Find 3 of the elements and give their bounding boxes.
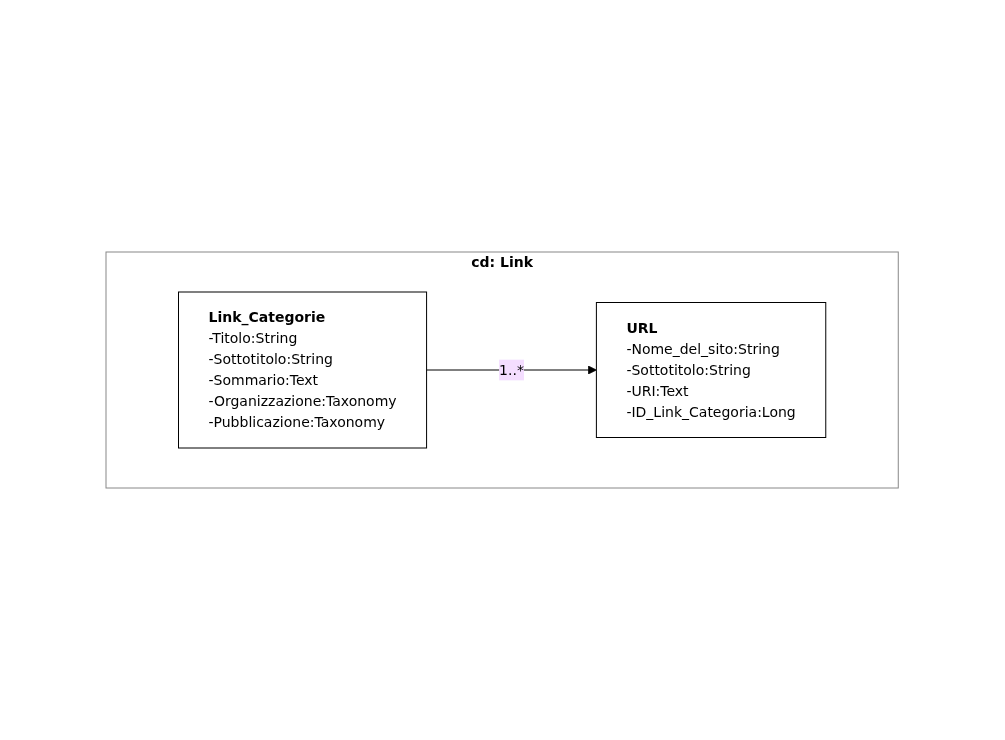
node-box: URL -Nome_del_sito:String -Sottotitolo:String -URI:Text -ID_Link_Categoria:Long bbox=[596, 302, 827, 438]
node-box: Link_Categorie -Titolo:String -Sottotitolo:String -Sommario:Text -Organizzazione:Taxonomy -Pubblicazione:Taxonomy bbox=[178, 291, 428, 449]
edge-label: 1..* bbox=[499, 361, 525, 378]
